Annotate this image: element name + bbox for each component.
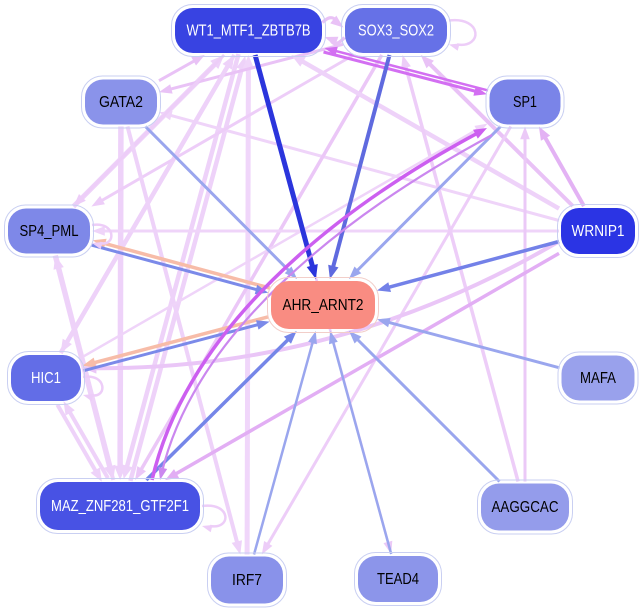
svg-text:HIC1: HIC1 xyxy=(31,370,61,387)
svg-text:GATA2: GATA2 xyxy=(99,94,143,111)
svg-text:TEAD4: TEAD4 xyxy=(377,571,419,588)
svg-text:IRF7: IRF7 xyxy=(232,572,262,589)
svg-text:AHR_ARNT2: AHR_ARNT2 xyxy=(283,297,364,314)
svg-text:SP4_PML: SP4_PML xyxy=(20,223,79,240)
svg-text:AAGGCAC: AAGGCAC xyxy=(492,499,559,516)
svg-text:WT1_MTF1_ZBTB7B: WT1_MTF1_ZBTB7B xyxy=(187,23,311,40)
svg-text:SP1: SP1 xyxy=(513,94,537,111)
svg-text:SOX3_SOX2: SOX3_SOX2 xyxy=(358,23,434,40)
svg-text:MAFA: MAFA xyxy=(580,370,617,387)
svg-text:WRNIP1: WRNIP1 xyxy=(572,223,625,240)
svg-text:MAZ_ZNF281_GTF2F1: MAZ_ZNF281_GTF2F1 xyxy=(51,498,189,515)
